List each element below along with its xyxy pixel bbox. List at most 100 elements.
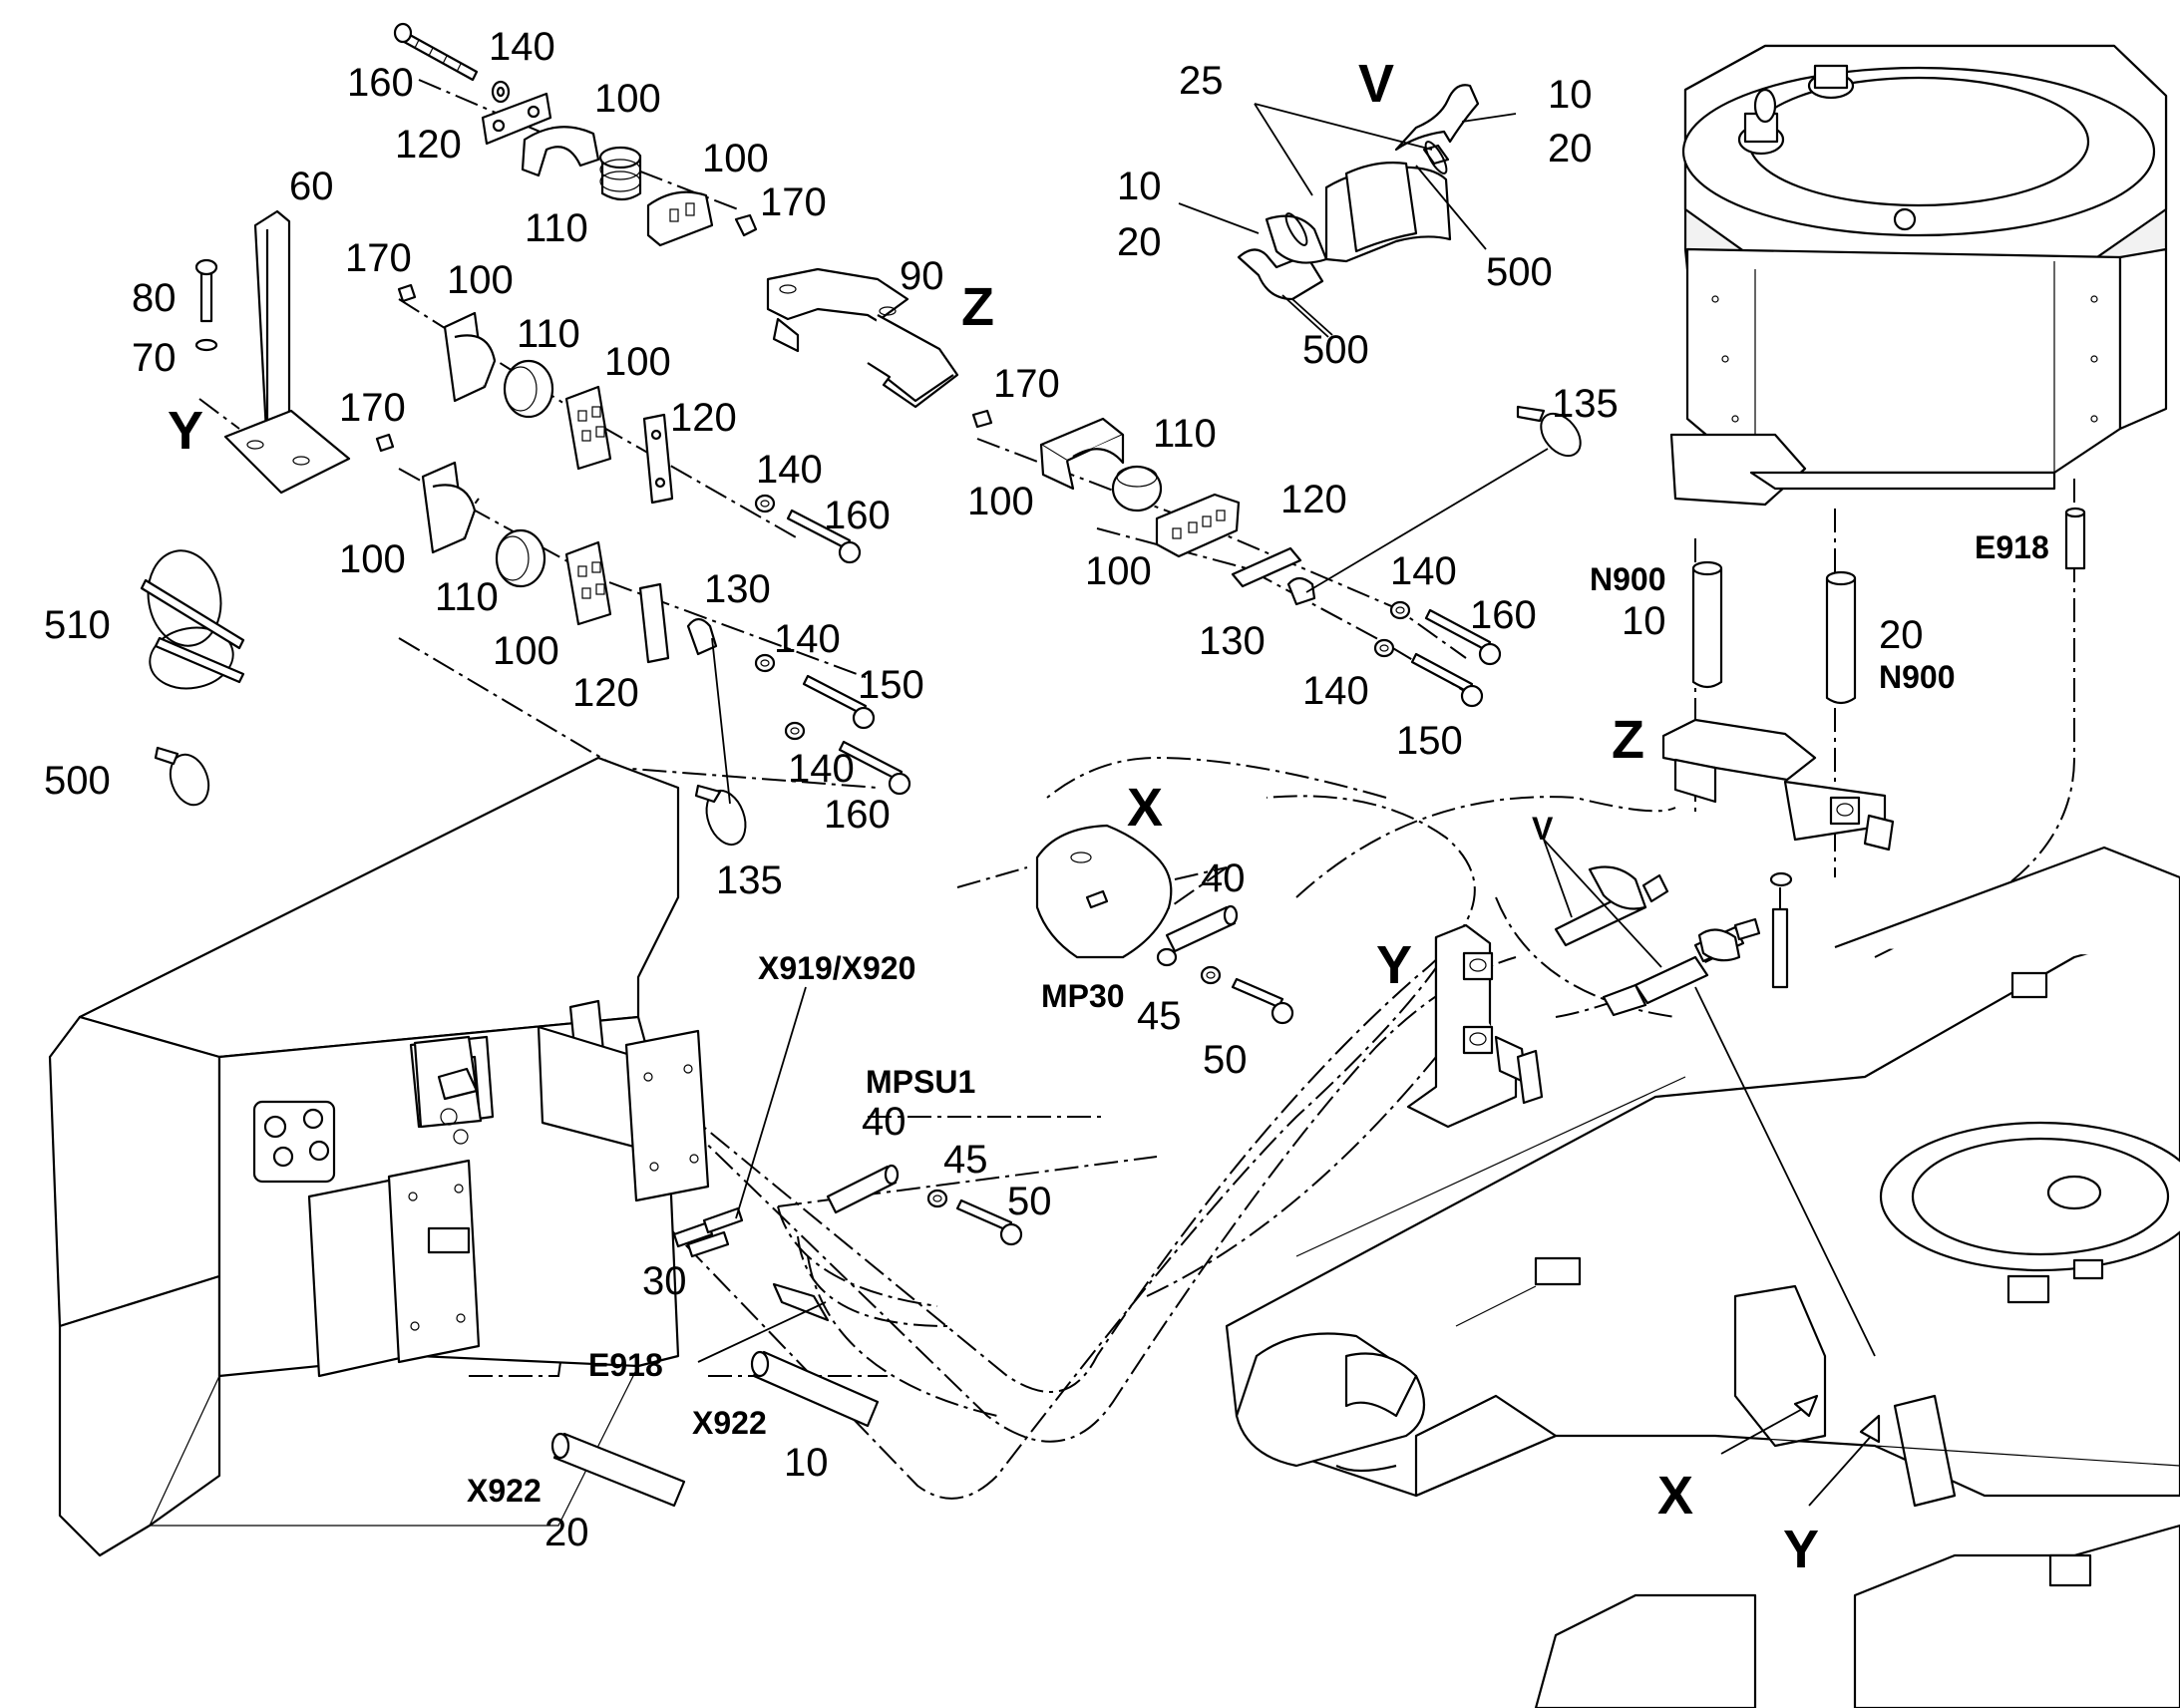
view-letter: V bbox=[1532, 811, 1554, 847]
part-label: 160 bbox=[347, 61, 414, 105]
part-label: 120 bbox=[1280, 478, 1347, 521]
part-label: 10 bbox=[1548, 73, 1593, 117]
code-label: X922 bbox=[467, 1473, 542, 1509]
part-label: 110 bbox=[525, 206, 588, 250]
part-label: 10 bbox=[1117, 165, 1162, 208]
part-label: 20 bbox=[1117, 220, 1162, 264]
view-letter: X bbox=[1657, 1466, 1693, 1526]
part-label: 140 bbox=[774, 617, 841, 661]
code-label: E918 bbox=[1975, 529, 2049, 565]
part-label: 120 bbox=[572, 671, 639, 715]
part-label: 110 bbox=[517, 312, 580, 356]
part-label: 100 bbox=[702, 137, 769, 180]
cable-ties-left bbox=[140, 405, 1582, 847]
part-label: 20 bbox=[1879, 613, 1924, 657]
part-label: 160 bbox=[824, 793, 891, 837]
part-label: 120 bbox=[670, 396, 737, 440]
part-label: 170 bbox=[345, 236, 412, 280]
pipes-n900 bbox=[1691, 507, 2086, 705]
part-label: 100 bbox=[967, 480, 1034, 523]
part-label: 110 bbox=[1153, 412, 1217, 456]
part-label: 130 bbox=[704, 567, 771, 611]
part-label: 20 bbox=[1548, 127, 1593, 171]
part-label: 170 bbox=[339, 386, 406, 430]
part-label: 40 bbox=[1201, 856, 1246, 900]
part-label: 120 bbox=[395, 123, 462, 167]
view-letter: Y bbox=[168, 401, 203, 461]
part-label: 20 bbox=[545, 1511, 589, 1554]
part-label: 80 bbox=[132, 276, 177, 320]
undercarriage-frame bbox=[1225, 846, 2180, 1708]
bracket-90 bbox=[766, 267, 959, 409]
part-label: 25 bbox=[1179, 59, 1224, 103]
sleeves bbox=[550, 1164, 1023, 1508]
bolts-left bbox=[754, 494, 911, 796]
bracket-60 bbox=[194, 209, 351, 495]
part-label: 100 bbox=[447, 258, 514, 302]
part-label: 160 bbox=[1470, 593, 1537, 637]
part-label: 140 bbox=[489, 25, 555, 69]
code-label: E918 bbox=[588, 1347, 663, 1383]
part-label: 150 bbox=[1396, 719, 1463, 763]
part-label: 45 bbox=[943, 1138, 988, 1182]
clamp-set-top bbox=[393, 22, 758, 247]
detail-x-mp30 bbox=[1035, 824, 1294, 1025]
bracket-z-assembled bbox=[1661, 718, 1895, 989]
view-letter-labels: V Z Y Z X Y X Y V bbox=[168, 54, 1819, 1579]
code-label: MP30 bbox=[1041, 978, 1125, 1014]
code-label: X919/X920 bbox=[758, 950, 915, 986]
view-letter: Z bbox=[1612, 710, 1644, 770]
part-label: 100 bbox=[1085, 549, 1152, 593]
part-label: 45 bbox=[1137, 994, 1182, 1038]
part-label: 140 bbox=[788, 747, 855, 791]
hose-assembly-v bbox=[1237, 84, 1480, 301]
part-label: 500 bbox=[1486, 250, 1553, 294]
component-code-labels: N900 N900 E918 E918 X919/X920 MPSU1 MP30… bbox=[467, 529, 2049, 1509]
view-letter: X bbox=[1127, 778, 1163, 838]
part-label: 10 bbox=[1622, 599, 1666, 643]
part-label: 70 bbox=[132, 336, 177, 380]
part-label: 500 bbox=[44, 759, 111, 803]
part-label: 160 bbox=[824, 494, 891, 537]
part-label: 150 bbox=[858, 663, 924, 707]
clamp-set-lower bbox=[375, 433, 718, 664]
part-label: 500 bbox=[1302, 328, 1369, 372]
code-label: X922 bbox=[692, 1405, 767, 1441]
part-label: 100 bbox=[493, 629, 559, 673]
part-label: 100 bbox=[594, 77, 661, 121]
part-label: 50 bbox=[1203, 1038, 1248, 1082]
clamp-set-middle bbox=[397, 283, 674, 505]
part-label: 170 bbox=[760, 180, 827, 224]
part-label: 170 bbox=[993, 362, 1060, 406]
part-label: 140 bbox=[756, 448, 823, 492]
part-label: 135 bbox=[1552, 382, 1619, 426]
part-label: 90 bbox=[900, 254, 944, 298]
mount-y-assembly bbox=[1406, 865, 1761, 1129]
view-letter: Y bbox=[1783, 1520, 1819, 1579]
tank-assembly bbox=[1669, 44, 2168, 507]
part-label: 140 bbox=[1390, 549, 1457, 593]
code-label: N900 bbox=[1590, 561, 1666, 597]
view-letter: Y bbox=[1376, 935, 1412, 995]
part-label: 40 bbox=[862, 1100, 907, 1144]
counterweight-housing bbox=[48, 756, 710, 1557]
view-letter: V bbox=[1358, 54, 1394, 114]
part-label: 100 bbox=[604, 340, 671, 384]
connectors-x919 bbox=[672, 1206, 830, 1322]
clamp-set-right bbox=[971, 409, 1502, 708]
part-number-labels: 160 140 120 100 60 100 110 170 80 70 170… bbox=[44, 25, 1924, 1554]
code-label: N900 bbox=[1879, 659, 1956, 695]
part-label: 140 bbox=[1302, 669, 1369, 713]
part-label: 50 bbox=[1007, 1180, 1052, 1223]
part-label: 130 bbox=[1199, 619, 1266, 663]
part-label: 110 bbox=[435, 575, 499, 619]
part-label: 10 bbox=[784, 1441, 829, 1485]
part-label: 510 bbox=[44, 603, 111, 647]
part-label: 135 bbox=[716, 858, 783, 902]
part-label: 60 bbox=[289, 165, 334, 208]
part-label: 100 bbox=[339, 537, 406, 581]
part-label: 30 bbox=[642, 1259, 687, 1303]
view-letter: Z bbox=[961, 277, 994, 337]
leader-lines bbox=[697, 103, 1881, 1507]
